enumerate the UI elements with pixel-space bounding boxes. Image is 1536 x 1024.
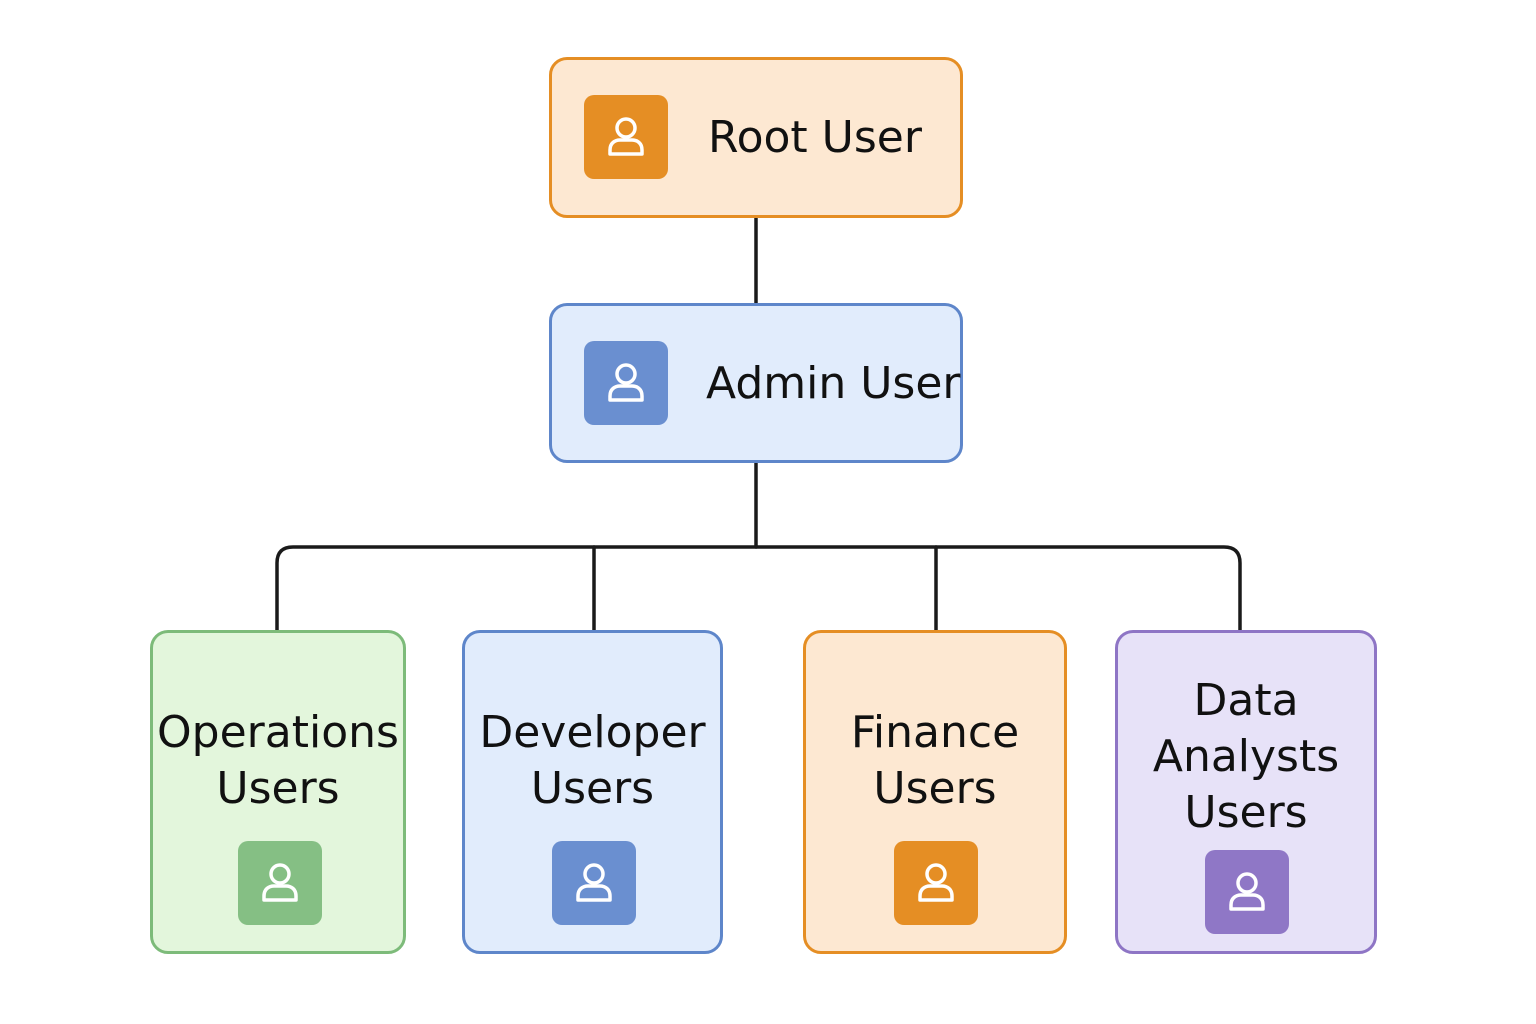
user-icon	[552, 841, 636, 925]
finance-users-label: Finance Users	[850, 707, 1020, 814]
developer-users-label: Developer Users	[479, 707, 706, 814]
root-user-label: Root User	[708, 112, 922, 163]
operations-users-label: Operations Users	[157, 707, 399, 814]
finance-users-node[interactable]: Finance Users	[803, 630, 1067, 954]
user-icon	[238, 841, 322, 925]
connector-bus	[275, 545, 1242, 632]
developer-users-node[interactable]: Developer Users	[462, 630, 723, 954]
user-icon	[894, 841, 978, 925]
operations-users-node[interactable]: Operations Users	[150, 630, 406, 954]
user-icon	[584, 341, 668, 425]
admin-user-label: Admin User	[706, 358, 961, 409]
user-icon	[1205, 850, 1289, 934]
data-analysts-users-node[interactable]: Data Analysts Users	[1115, 630, 1377, 954]
data-analysts-users-label: Data Analysts Users	[1152, 675, 1340, 838]
root-user-node[interactable]: Root User	[549, 57, 963, 218]
admin-user-node[interactable]: Admin User	[549, 303, 963, 463]
user-icon	[584, 95, 668, 179]
